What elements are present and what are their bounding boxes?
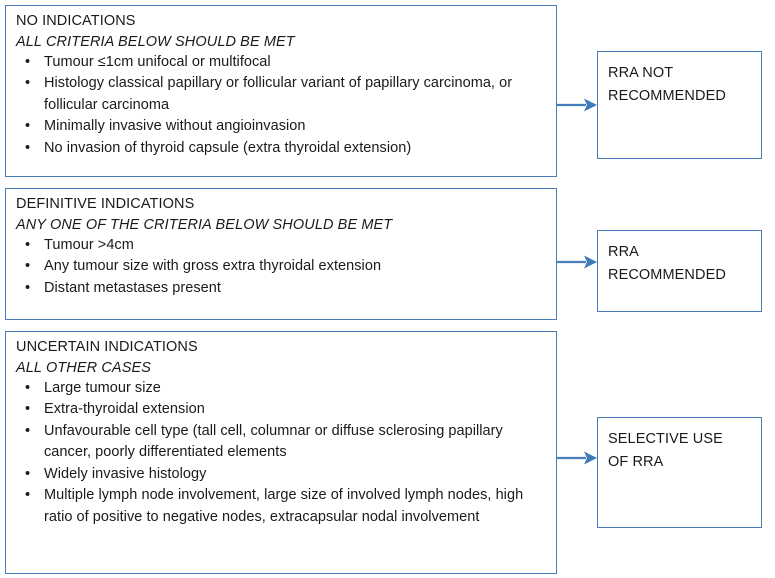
bullet-icon: •: [25, 75, 31, 91]
list-item: • Tumour ≤1cm unifocal or multifocal: [16, 52, 548, 74]
list-item: • Widely invasive histology: [16, 464, 548, 486]
list-item: • Distant metastases present: [16, 278, 548, 300]
criteria-subtitle: ANY ONE OF THE CRITERIA BELOW SHOULD BE …: [16, 216, 393, 233]
list-item-text: Large tumour size: [44, 379, 161, 396]
list-item: • Tumour >4cm: [16, 235, 548, 257]
list-item: • Large tumour size: [16, 378, 548, 400]
arrow-right-icon: [556, 97, 598, 113]
outcome-box-rra-not-recommended: RRA NOT RECOMMENDED: [597, 51, 762, 159]
bullet-icon: •: [25, 139, 31, 156]
outcome-box-selective-use-of-rra: SELECTIVE USE OF RRA: [597, 417, 762, 528]
bullet-icon: •: [25, 53, 31, 70]
outcome-line: OF RRA: [608, 454, 664, 470]
list-item: • Any tumour size with gross extra thyro…: [16, 256, 548, 278]
outcome-line: RECOMMENDED: [608, 267, 726, 283]
list-item: • Extra-thyroidal extension: [16, 399, 548, 421]
bullet-icon: •: [25, 236, 31, 253]
outcome-line: RRA NOT: [608, 65, 674, 81]
criteria-bullet-list: • Tumour >4cm • Any tumour size with gro…: [16, 235, 548, 300]
list-item: • Multiple lymph node involvement, large…: [16, 485, 548, 528]
list-item: • No invasion of thyroid capsule (extra …: [16, 138, 548, 160]
outcome-label: SELECTIVE USE OF RRA: [608, 428, 761, 474]
list-item-text: Minimally invasive without angioinvasion: [44, 118, 306, 134]
arrow-right-icon: [556, 450, 598, 466]
criteria-subtitle: ALL OTHER CASES: [16, 359, 152, 376]
list-item-text: Tumour ≤1cm unifocal or multifocal: [44, 53, 271, 70]
list-item: • Minimally invasive without angioinvasi…: [16, 116, 548, 138]
criteria-box-no-indications: NO INDICATIONS ALL CRITERIA BELOW SHOULD…: [5, 5, 557, 177]
criteria-title: UNCERTAIN INDICATIONS: [16, 339, 198, 355]
criteria-title: NO INDICATIONS: [16, 13, 136, 29]
bullet-icon: •: [25, 279, 31, 296]
bullet-icon: •: [25, 118, 31, 134]
bullet-icon: •: [25, 379, 31, 396]
criteria-title: DEFINITIVE INDICATIONS: [16, 196, 195, 212]
criteria-bullet-list: • Tumour ≤1cm unifocal or multifocal • H…: [16, 52, 548, 160]
list-item-text: Tumour >4cm: [44, 236, 134, 253]
criteria-subtitle: ALL CRITERIA BELOW SHOULD BE MET: [16, 33, 295, 50]
bullet-icon: •: [25, 258, 31, 274]
bullet-icon: •: [25, 487, 31, 503]
arrow-right-icon: [556, 254, 598, 270]
criteria-box-definitive-indications: DEFINITIVE INDICATIONS ANY ONE OF THE CR…: [5, 188, 557, 320]
list-item-text: Histology classical papillary or follicu…: [44, 75, 513, 113]
bullet-icon: •: [25, 422, 31, 439]
bullet-icon: •: [25, 465, 31, 482]
list-item-text: Any tumour size with gross extra thyroid…: [44, 258, 382, 274]
list-item-text: Widely invasive histology: [44, 465, 207, 482]
outcome-line: SELECTIVE USE: [608, 431, 723, 447]
criteria-bullet-list: • Large tumour size • Extra-thyroidal ex…: [16, 378, 548, 529]
criteria-box-uncertain-indications: UNCERTAIN INDICATIONS ALL OTHER CASES • …: [5, 331, 557, 574]
list-item: • Histology classical papillary or folli…: [16, 73, 548, 116]
outcome-box-rra-recommended: RRA RECOMMENDED: [597, 230, 762, 312]
list-item: • Unfavourable cell type (tall cell, col…: [16, 421, 548, 464]
outcome-line: RRA: [608, 244, 639, 260]
list-item-text: Unfavourable cell type (tall cell, colum…: [44, 422, 503, 461]
outcome-label: RRA RECOMMENDED: [608, 241, 761, 287]
bullet-icon: •: [25, 401, 31, 417]
list-item-text: Extra-thyroidal extension: [44, 401, 205, 417]
list-item-text: Distant metastases present: [44, 279, 221, 296]
outcome-label: RRA NOT RECOMMENDED: [608, 62, 761, 108]
outcome-line: RECOMMENDED: [608, 88, 726, 104]
list-item-text: Multiple lymph node involvement, large s…: [44, 487, 524, 525]
list-item-text: No invasion of thyroid capsule (extra th…: [44, 139, 412, 156]
